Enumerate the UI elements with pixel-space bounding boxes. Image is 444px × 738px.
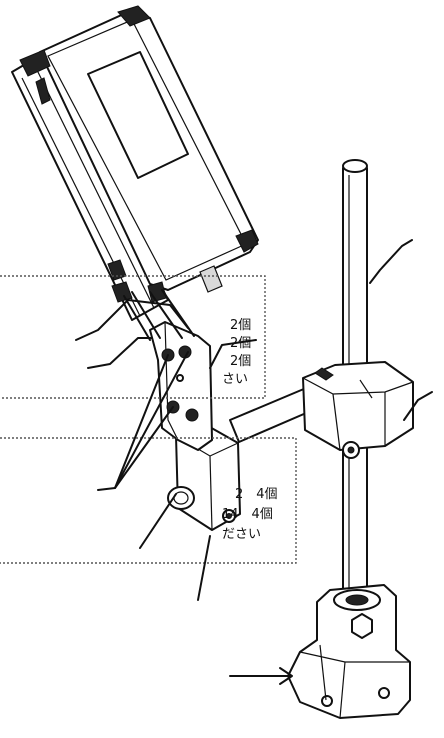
- callout-box-upper: [0, 275, 266, 399]
- swivel-block: [167, 425, 241, 531]
- display-unit: [11, 5, 259, 341]
- callout-upper-line-4: さい: [222, 372, 249, 387]
- bracket-plate: [149, 321, 213, 451]
- leader-lines: [75, 239, 433, 601]
- cross-clamp: [302, 361, 414, 459]
- callout-lower-line-2: 14 4個: [222, 507, 273, 522]
- callout-lower-line-1: 2 4個: [235, 487, 278, 502]
- callout-upper-line-1: 2個: [230, 318, 252, 333]
- base-clamp: [229, 584, 411, 719]
- callout-box-lower: [0, 437, 297, 564]
- callout-lower-line-3: ださい: [222, 527, 262, 542]
- callout-upper-line-3: 2個: [230, 354, 252, 369]
- callout-upper-line-2: 2個: [230, 336, 252, 351]
